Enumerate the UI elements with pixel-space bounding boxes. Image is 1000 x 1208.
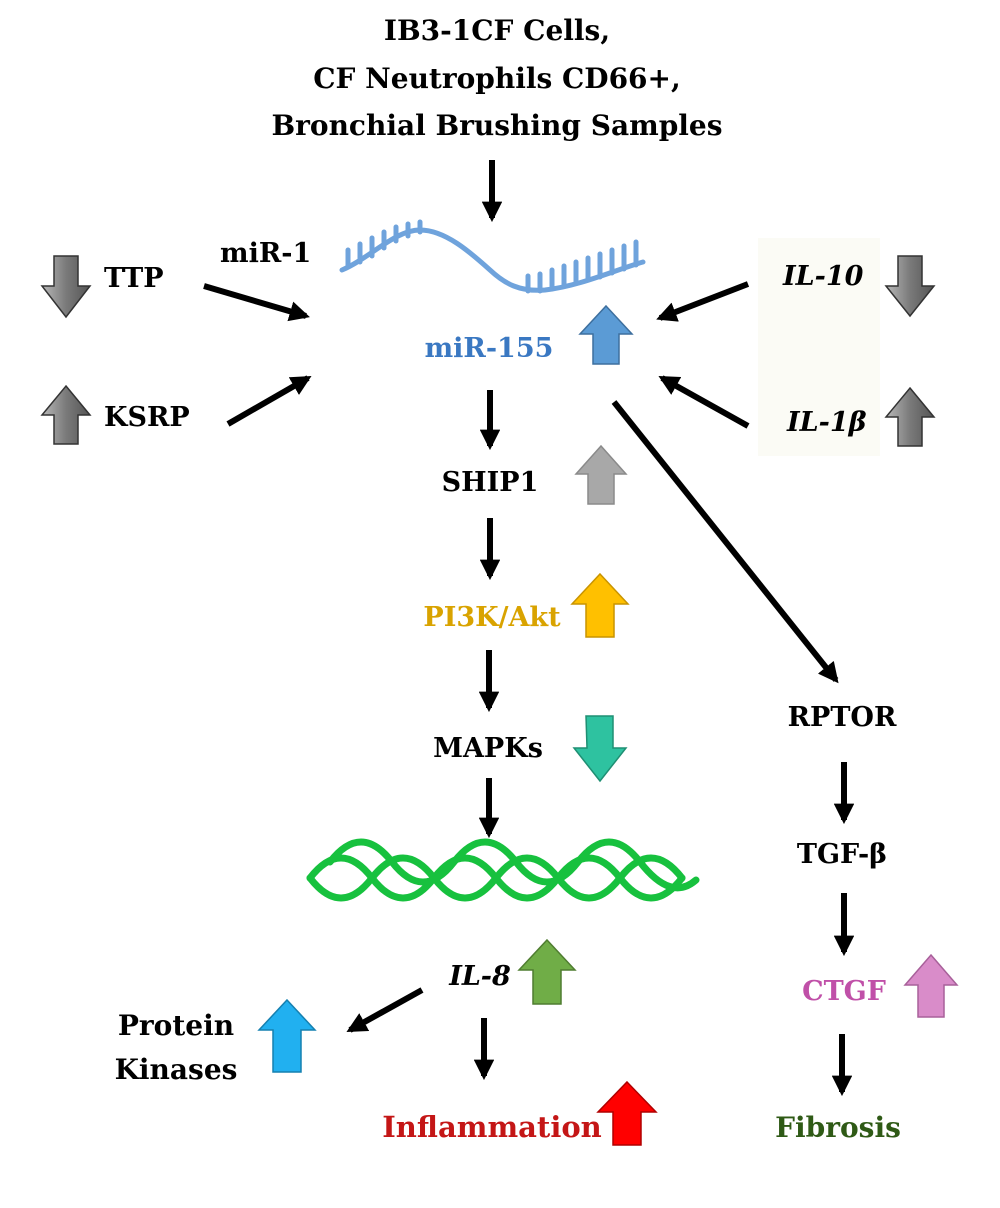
il8-to-kinases-arrow <box>346 987 424 1033</box>
pi3k-up-arrow-icon <box>570 572 630 638</box>
il10-down-arrow-icon <box>884 255 936 318</box>
ksrp-up-arrow-icon <box>40 384 92 445</box>
il1b-label: IL-1β <box>786 407 867 438</box>
right-regulator-panel <box>758 238 880 456</box>
ksrp-label: KSRP <box>104 402 190 433</box>
ship1-label: SHIP1 <box>442 467 539 498</box>
il8-label: IL-8 <box>448 961 511 992</box>
mir1-label: miR-1 <box>220 238 311 269</box>
source-line-2: CF Neutrophils CD66+, <box>313 62 681 95</box>
mapks-label: MAPKs <box>433 733 543 764</box>
protein-kinases-label-line-2: Kinases <box>115 1053 238 1086</box>
fibrosis-label: Fibrosis <box>775 1111 901 1144</box>
il10-label: IL-10 <box>782 261 864 292</box>
mapks-down-arrow-icon <box>572 715 628 783</box>
ttp-down-arrow-icon <box>40 255 92 319</box>
inflammation-label: Inflammation <box>382 1110 602 1144</box>
mirna-strand-icon <box>339 219 646 294</box>
source-line-3: Bronchial Brushing Samples <box>271 109 722 142</box>
ship1-up-arrow-icon <box>574 444 628 505</box>
il1b-to-mir155-arrow <box>658 375 750 429</box>
ctgf-up-arrow-icon <box>903 953 959 1018</box>
inflammation-up-arrow-icon <box>596 1080 658 1146</box>
protein-kinases-up-arrow-icon <box>257 998 317 1073</box>
ctgf-label: CTGF <box>802 976 886 1007</box>
il8-up-arrow-icon <box>517 938 577 1005</box>
ttp-label: TTP <box>104 263 164 294</box>
mir155-up-arrow-icon <box>578 304 634 365</box>
pathway-arrows <box>203 160 855 1097</box>
mir155-label: miR-155 <box>425 333 554 364</box>
il1b-up-arrow-icon <box>884 386 936 447</box>
ksrp-to-mir155-arrow <box>226 375 312 427</box>
rptor-label: RPTOR <box>788 702 897 733</box>
dna-helix-icon <box>306 838 700 902</box>
tgfb-label: TGF-β <box>797 839 887 870</box>
protein-kinases-label-line-1: Protein <box>118 1009 234 1042</box>
source-line-1: IB3-1CF Cells, <box>384 14 610 47</box>
mir155-to-rptor-arrow <box>611 400 839 684</box>
pi3k-akt-label: PI3K/Akt <box>423 602 561 633</box>
mir1-to-mir155-arrow <box>203 283 310 322</box>
il10-to-mir155-arrow <box>656 281 750 322</box>
